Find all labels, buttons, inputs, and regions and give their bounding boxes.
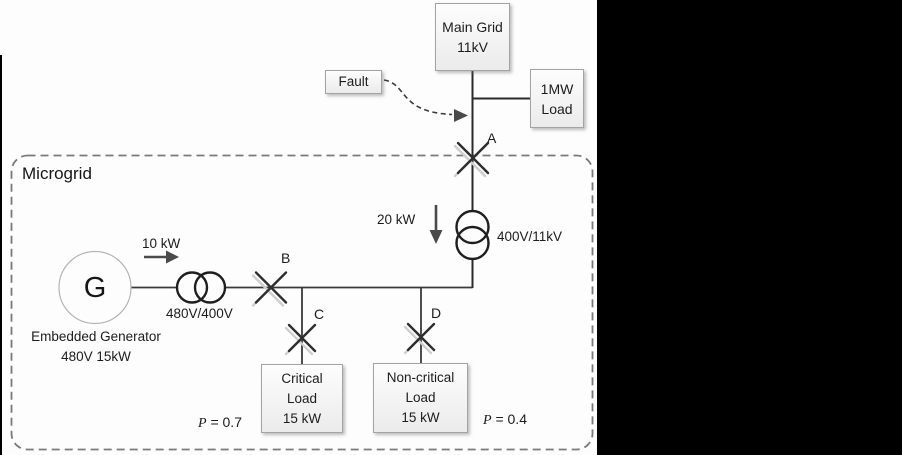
switch-b-label: B	[281, 250, 291, 266]
critical-load-line2: Load	[286, 390, 318, 406]
critical-load-line3: 15 kW	[282, 410, 322, 426]
fault-arrow	[383, 79, 468, 122]
noncritical-load-box: Non-critical Load 15 kW	[373, 363, 468, 433]
noncritical-load-line2: Load	[405, 390, 436, 405]
p-factor-critical: P = 0.7	[198, 414, 242, 432]
p-factor-critical-value: = 0.7	[206, 414, 242, 430]
critical-load-line1: Critical	[281, 370, 323, 386]
generator-symbol: G	[83, 271, 107, 304]
generator-caption-line1: Embedded Generator	[31, 329, 161, 344]
switch-c-label: C	[314, 306, 325, 322]
switch-d-label: D	[431, 305, 442, 321]
switch-b-icon	[254, 271, 288, 304]
noncritical-load-line3: 15 kW	[401, 410, 440, 425]
power-flow-down-arrow	[429, 205, 443, 244]
grid-transformer-coil-bottom	[455, 225, 490, 261]
gen-transformer-label: 480V/400V	[166, 306, 233, 321]
generator-caption: Embedded Generator 480V 15kW	[5, 327, 187, 367]
circuit-lines-layer	[10, 69, 594, 451]
fault-box: Fault	[325, 70, 382, 94]
grid-transformer-coil-top	[455, 209, 490, 245]
microgrid-boundary	[10, 154, 594, 451]
p-factor-noncritical: P = 0.4	[483, 411, 527, 429]
switch-a-label: A	[487, 130, 497, 146]
critical-load-box: Critical Load 15 kW	[261, 364, 343, 433]
switch-a-icon	[456, 141, 490, 175]
gen-transformer-coil-right	[193, 271, 227, 304]
flow-20kw-label: 20 kW	[377, 212, 416, 227]
mw-load-box: 1MW Load	[530, 69, 584, 128]
gen-transformer-coil-left	[175, 271, 209, 304]
p-factor-critical-symbol: P	[198, 416, 207, 431]
main-grid-label-line2: 11kV	[457, 39, 488, 55]
main-grid-box: Main Grid 11kV	[435, 3, 510, 71]
switch-c-icon	[287, 323, 317, 353]
noncritical-load-line1: Non-critical	[386, 370, 455, 385]
fault-label: Fault	[338, 74, 369, 89]
grid-transformer-label: 400V/11kV	[497, 229, 563, 244]
switch-d-icon	[406, 322, 436, 352]
mw-load-label-line2: Load	[541, 100, 573, 117]
p-factor-noncritical-symbol: P	[483, 413, 492, 428]
power-flow-right-arrow	[144, 250, 179, 264]
diagram-area: Main Grid 11kV 1MW Load Fault Critical L…	[0, 0, 597, 455]
scan-edge-artifact	[0, 55, 2, 455]
mw-load-label-line1: 1MW	[540, 80, 574, 97]
microgrid-title: Microgrid	[22, 164, 92, 183]
generator-caption-line2: 480V 15kW	[61, 349, 131, 364]
generator-circle	[58, 250, 132, 325]
flow-10kw-label: 10 kW	[142, 236, 181, 251]
p-factor-noncritical-value: = 0.4	[491, 411, 527, 427]
main-grid-label-line1: Main Grid	[442, 19, 503, 35]
